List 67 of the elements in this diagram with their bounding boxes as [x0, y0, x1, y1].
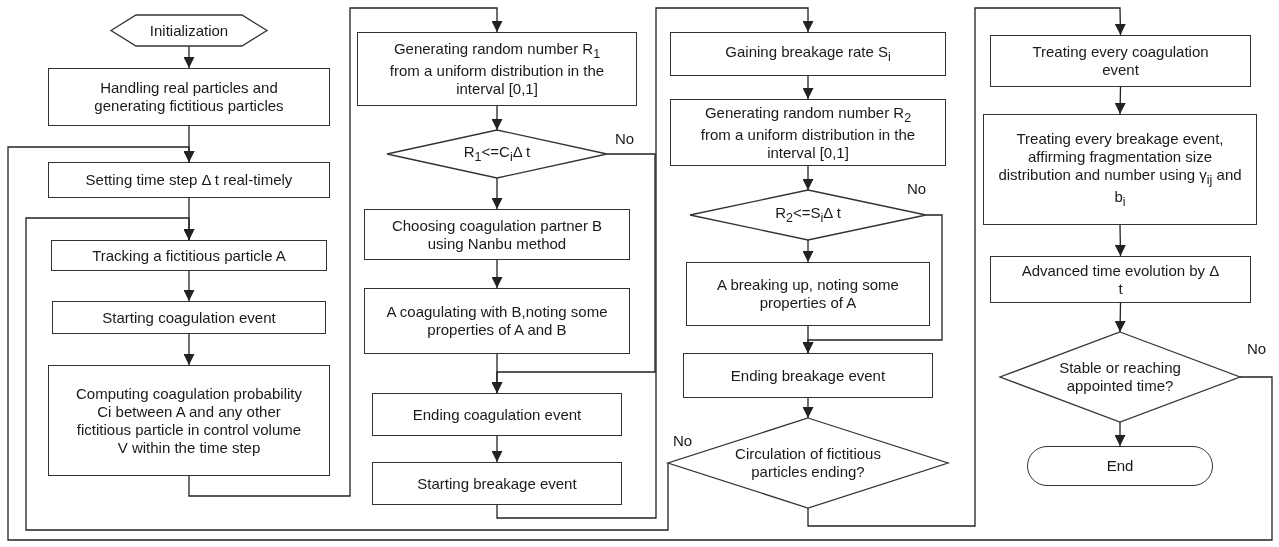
step-text: Choosing coagulation partner B using Nanbu method [390, 216, 604, 253]
step-text: A breaking up, noting some properties of A [716, 276, 900, 312]
process-box [983, 114, 1257, 225]
step-text: R$_{2}$<=S$_{i}$Δ t [774, 204, 842, 226]
arrow [183, 333, 195, 366]
process-box [372, 462, 622, 505]
process-box [670, 32, 946, 76]
process-box [670, 99, 946, 166]
start-hexagon [111, 15, 267, 46]
arrow [183, 270, 195, 302]
step-text: Generating random number R$_{1}$ from a uniform distribution in the interval [0,1] [388, 40, 606, 98]
step-text: Handling real particles and generating fictitious particles [93, 79, 285, 115]
arrow [1114, 302, 1126, 333]
step-text: A coagulating with B,noting some properties of A and B [385, 303, 609, 339]
step-text: Advanced time evolution by Δ t [1020, 261, 1221, 298]
step-text: Ending coagulation event [411, 405, 583, 424]
arrow [491, 259, 503, 289]
process-box [686, 262, 930, 326]
arrow [491, 153, 656, 394]
arrow [807, 7, 1126, 527]
arrow [1114, 224, 1126, 257]
arrow [25, 217, 669, 531]
arrow [491, 105, 503, 131]
process-box [52, 301, 326, 334]
step-text: Initialization [148, 21, 230, 40]
decision-diamond [668, 418, 948, 508]
arrow [7, 146, 1273, 541]
step-text: Setting time step Δ t real-timely [84, 171, 294, 189]
process-box [364, 288, 630, 354]
process-box [683, 353, 933, 398]
arrow [802, 325, 814, 354]
process-box [990, 256, 1251, 303]
arrow [802, 239, 814, 263]
step-text: Starting coagulation event [101, 308, 277, 327]
arrow [491, 177, 503, 210]
arrow [496, 7, 814, 519]
arrow [802, 165, 814, 191]
step-text: R$_{1}$<=C$_{i}$Δ t [462, 143, 532, 165]
step-text: Stable or reaching appointed time? [1058, 359, 1182, 395]
process-box [51, 240, 327, 271]
step-text: End [1105, 457, 1135, 475]
arrow [802, 75, 814, 100]
step-text: Generating random number R$_{2}$ from a uniform distribution in the interval [0,1] [699, 103, 917, 162]
arrow [188, 7, 503, 497]
step-text: Starting breakage event [416, 474, 578, 493]
step-text: Computing coagulation probability Ci between A and any other fictitious particle in control volume V within the time step [75, 384, 303, 457]
process-box [364, 209, 630, 260]
arrow [1114, 86, 1126, 115]
step-text: Treating every coagulation event [1031, 43, 1210, 79]
terminator [1027, 446, 1213, 486]
step-text: Circulation of fictitious particles ending? [734, 445, 882, 481]
process-box [48, 68, 330, 126]
arrow [1114, 421, 1126, 447]
process-box [48, 365, 330, 476]
process-box [990, 35, 1251, 87]
step-text: Gaining breakage rate S$_{i}$ [724, 43, 892, 65]
step-text: Ending breakage event [729, 366, 887, 385]
process-box [357, 32, 637, 106]
decision-diamond [1000, 332, 1240, 422]
step-text: Tracking a fictitious particle A [91, 246, 287, 265]
arrow [183, 45, 195, 69]
arrow [491, 435, 503, 463]
decision-diamond [387, 130, 607, 178]
arrow [802, 397, 814, 419]
process-box [372, 393, 622, 436]
process-box [48, 162, 330, 198]
step-text: Treating every breakage event, affirming fragmentation size distribution and number using γ$_{ij}$ and b$_{i}$ [997, 129, 1243, 210]
